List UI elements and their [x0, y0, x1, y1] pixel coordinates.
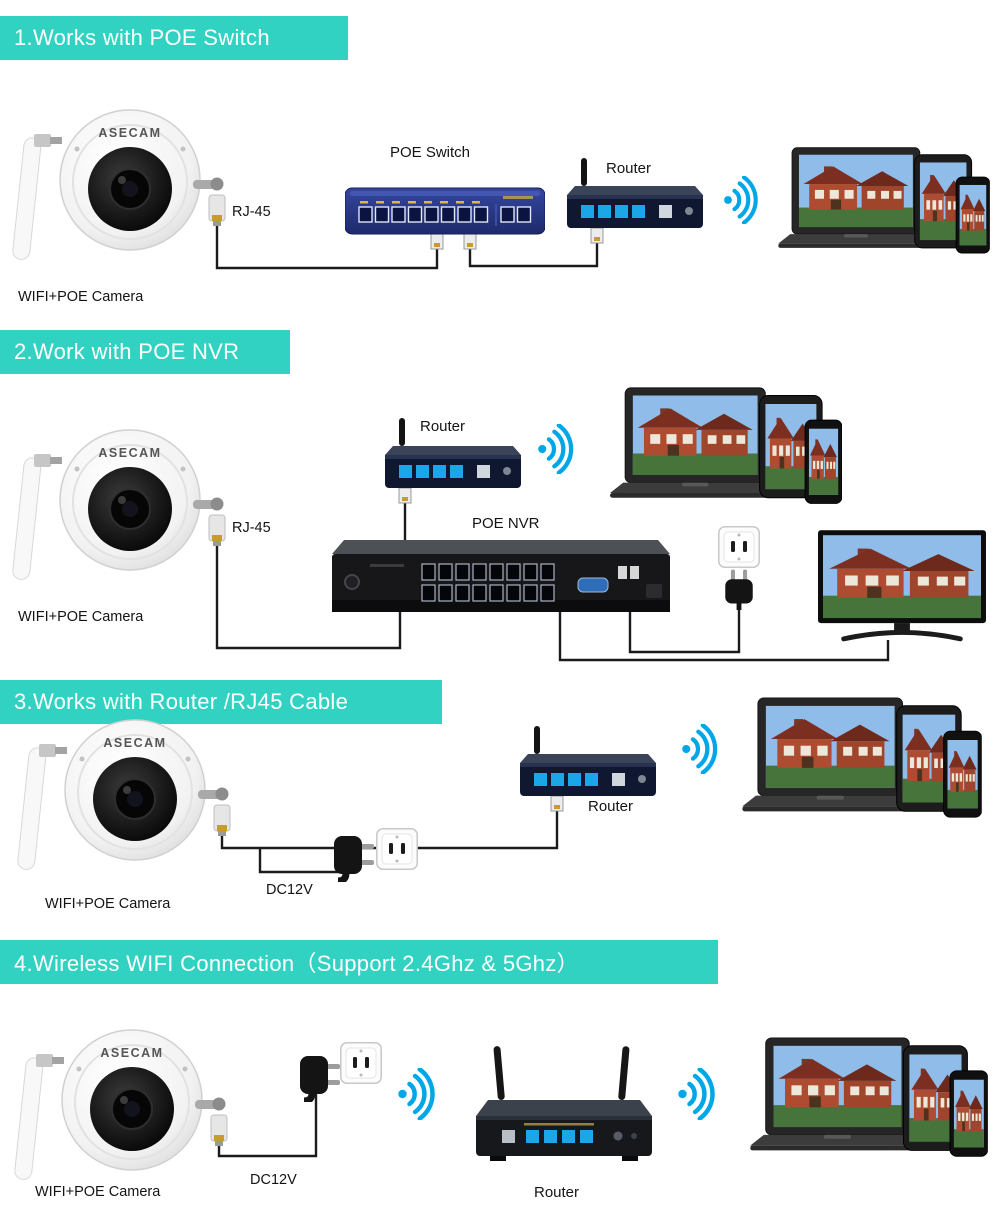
poe-nvr-label: POE NVR: [472, 515, 540, 532]
section-1-banner: 1.Works with POE Switch: [0, 16, 348, 60]
power-outlet-2: [718, 526, 760, 568]
dc12v-label-4: DC12V: [250, 1172, 297, 1188]
router-label-2: Router: [420, 418, 466, 435]
poe-switch-label: POE Switch: [390, 144, 471, 161]
wifi-signal-icon-1: [722, 176, 770, 224]
client-devices-group-3: [742, 696, 982, 825]
router-label-1: Router: [606, 160, 652, 177]
section-2-title: 2.Work with POE NVR: [14, 339, 240, 364]
cable-camera-to-switch: [215, 226, 439, 270]
client-devices-group-4: [750, 1036, 988, 1164]
cable-nvr-to-tv: [558, 611, 890, 662]
rj45-label-1: RJ-45: [232, 204, 271, 220]
section-3-title: 3.Works with Router /RJ45 Cable: [14, 689, 349, 714]
cable-camera-to-power4: [217, 1090, 318, 1158]
wifi-signal-icon-2: [536, 424, 586, 474]
section-1-title: 1.Works with POE Switch: [14, 25, 270, 50]
power-outlet-3: [376, 828, 418, 870]
router-device-3: [518, 726, 658, 798]
section-2-banner: 2.Work with POE NVR: [0, 330, 290, 374]
camera-label-1: WIFI+POE Camera: [18, 289, 144, 305]
wifi-signal-icon-4a: [396, 1068, 448, 1120]
rj45-jack-connectors: [398, 227, 604, 812]
section-3-banner: 3.Works with Router /RJ45 Cable: [0, 680, 442, 724]
rj45-label-2: RJ-45: [232, 520, 271, 536]
cable-camera-to-nvr: [215, 546, 402, 650]
camera-label-3: WIFI+POE Camera: [45, 896, 171, 912]
power-plug-4: [300, 1044, 342, 1102]
section-4-banner: 4.Wireless WIFI Connection（Support 2.4Gh…: [0, 940, 718, 984]
client-devices-group-1: [778, 146, 990, 260]
camera-label-2: WIFI+POE Camera: [18, 609, 144, 625]
power-outlet-4: [340, 1042, 382, 1084]
wifi-poe-camera-1: [10, 92, 235, 284]
wifi-signal-icon-4b: [676, 1068, 728, 1120]
cable-nvr-to-power: [628, 606, 741, 654]
router-label-3: Router: [588, 798, 634, 815]
router-label-4: Router: [534, 1184, 580, 1201]
tv-monitor: [818, 530, 986, 643]
wifi-poe-camera-4: [12, 1012, 237, 1204]
camera-label-4: WIFI+POE Camera: [35, 1184, 161, 1200]
cable-switch-to-router: [468, 228, 599, 268]
wifi-signal-icon-3: [680, 724, 730, 774]
poe-nvr-device: [330, 538, 670, 618]
client-devices-group-2: [610, 386, 842, 511]
wifi-poe-camera-3: [15, 702, 240, 894]
section-4-title: 4.Wireless WIFI Connection（Support 2.4Gh…: [14, 951, 579, 976]
wireless-router-device-4: [468, 1046, 663, 1167]
power-plug-2: [722, 568, 756, 610]
power-plug-3: [334, 824, 376, 882]
poe-switch-device: [345, 180, 545, 240]
dc12v-label-3: DC12V: [266, 882, 313, 898]
wifi-poe-camera-2: [10, 412, 235, 604]
